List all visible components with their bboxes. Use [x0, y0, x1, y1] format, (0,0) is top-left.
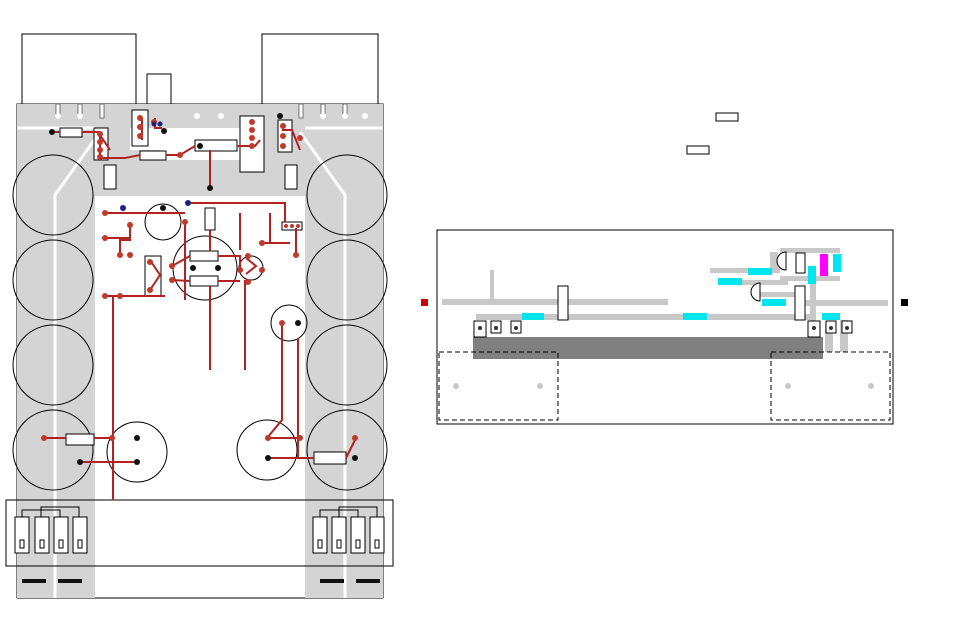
marker-right-black: [901, 299, 908, 306]
capacitor-c2: [12, 239, 94, 321]
power-transistors: [14, 506, 385, 554]
copper-gap-lines: [17, 126, 383, 598]
to92-transistor-lower: [750, 282, 761, 302]
black-vias: [49, 113, 358, 465]
legend-box-upper: [715, 112, 739, 122]
capacitor-c4: [12, 409, 94, 491]
mounting-holes: [453, 383, 874, 389]
capacitors-right: [306, 154, 388, 491]
capacitor-c5: [306, 154, 388, 236]
side-pin-dots: [478, 326, 849, 330]
resistor-r10: [313, 451, 347, 465]
top-view: [5, 33, 394, 599]
resistor-r1: [59, 127, 83, 138]
resistor-r8: [189, 275, 219, 287]
resistor-r9: [65, 433, 95, 446]
legend-box-lower: [686, 145, 710, 155]
side-view: [421, 229, 908, 425]
resistor-r5: [284, 164, 298, 190]
blue-vias: [120, 121, 191, 211]
capacitors-left: [12, 154, 94, 491]
top-right-connector-block: [261, 33, 379, 105]
resistor-r4: [103, 164, 117, 190]
copper-traces: [44, 118, 356, 500]
capacitor-c8: [306, 409, 388, 491]
resistor-r7: [189, 250, 219, 262]
red-pads: [41, 115, 358, 441]
capacitor-c6: [306, 239, 388, 321]
cyan-components: [522, 254, 841, 320]
to92-transistor-upper: [776, 251, 787, 271]
resistor-r6: [204, 207, 216, 231]
capacitor-c7: [306, 324, 388, 406]
top-left-connector-block: [21, 33, 137, 105]
magenta-component: [820, 254, 828, 276]
marker-left-red: [421, 299, 428, 306]
top-center-connector: [146, 73, 172, 107]
heatsink-bar: [473, 337, 823, 359]
resistor-r2: [139, 150, 167, 161]
pin-header-dots: [284, 224, 300, 228]
bottom-heatsink-frame: [5, 499, 394, 567]
capacitor-c3: [12, 324, 94, 406]
bottom-bars: [22, 579, 380, 583]
mounting-brackets: [438, 351, 891, 421]
top-pads: [55, 103, 368, 119]
capacitor-c1: [12, 154, 94, 236]
